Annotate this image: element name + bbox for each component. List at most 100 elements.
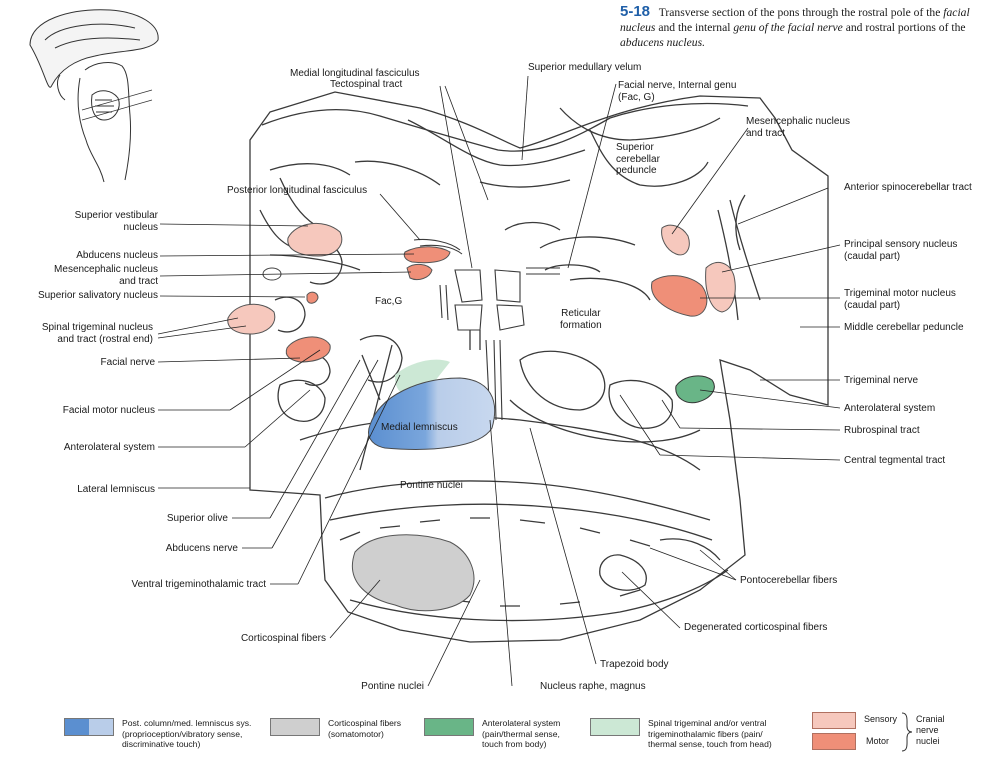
legend-swatch-sensory: [812, 712, 856, 729]
mesenceph-left-region: [406, 263, 433, 281]
label-scp-line2: cerebellar: [616, 153, 660, 165]
label-facial-motor: Facial motor nucleus: [62, 405, 155, 416]
caption-text-b: facial nucleus: [620, 6, 970, 34]
label-fac-g: Fac,G: [375, 296, 403, 307]
label-reticular-line1: Reticular: [561, 308, 601, 319]
label-corticospinal-fibers: Corticospinal fibers: [240, 633, 326, 644]
legend-spinal-trig-line1: Spinal trigeminal and/or ventral: [648, 718, 767, 728]
legend-text-anterolateral: Anterolateral system (pain/thermal sense…: [482, 718, 560, 750]
spinal-trig-nucleus-region: [227, 303, 276, 335]
label-facial-genu-line1: Facial nerve, Internal genu: [618, 80, 737, 91]
label-sup-vest-line2: nucleus: [123, 221, 158, 233]
legend-label-motor: Motor: [866, 736, 890, 746]
label-scp-line1: Superior: [616, 142, 654, 153]
label-ventral-trigeminothalamic: Ventral trigeminothalamic tract: [131, 579, 266, 590]
legend-anterolateral-line2: (pain/thermal sense,: [482, 728, 560, 739]
legend-swatch-motor: [812, 733, 856, 750]
legend-text-lemniscus: Post. column/med. lemniscus sys. (propri…: [122, 718, 251, 750]
pons-section-diagram: [29, 9, 841, 687]
anterolateral-region-right: [675, 375, 715, 404]
label-mesencephalic-right-line2: and tract: [746, 127, 785, 139]
sup-vest-region: [287, 222, 343, 257]
legend-cranial-line1: Cranial: [916, 714, 945, 724]
label-trapezoid-body: Trapezoid body: [600, 659, 669, 670]
label-spinal-trig-line2: and tract (rostral end): [57, 333, 153, 345]
label-lateral-lemniscus: Lateral lemniscus: [77, 484, 155, 495]
label-scp-line3: peduncle: [616, 165, 657, 176]
facial-motor-region: [285, 336, 331, 363]
legend-item-lemniscus: Post. column/med. lemniscus sys. (propri…: [64, 718, 251, 750]
legend-corticospinal-line1: Corticospinal fibers: [328, 718, 402, 728]
label-abducens-nucleus: Abducens nucleus: [76, 250, 158, 261]
label-posterior-longitudinal-fasciculus: Posterior longitudinal fasciculus: [227, 185, 368, 196]
legend-lemniscus-line2: (proprioception/vibratory sense,: [122, 728, 243, 739]
legend-swatch-lemniscus: [64, 718, 114, 736]
label-trig-motor-line2: (caudal part): [844, 299, 901, 311]
caption-text-a: Transverse section of the pons through t…: [658, 6, 941, 19]
label-mesencephalic-right: Mesencephalic nucleus and tract: [746, 116, 850, 139]
label-spinal-trig-line1: Spinal trigeminal nucleus: [41, 322, 153, 333]
sup-saliv-region: [306, 291, 319, 304]
legend-cranial-nerve-nuclei: Cranial nerve nuclei: [916, 714, 945, 747]
label-princ-sens-line1: Principal sensory nucleus: [844, 239, 958, 250]
label-rubrospinal: Rubrospinal tract: [844, 425, 920, 436]
mesenceph-right-region: [661, 224, 690, 256]
label-facial-nerve: Facial nerve: [100, 357, 155, 368]
legend-brace: [901, 712, 913, 752]
label-facial-genu-line2: (Fac, G): [618, 91, 655, 103]
label-tectospinal: Tectospinal tract: [330, 79, 403, 90]
orientation-thumbnail: [29, 9, 159, 183]
colored-regions: [227, 222, 736, 612]
legend-swatch-corticospinal: [270, 718, 320, 736]
label-anterolateral-left: Anterolateral system: [63, 442, 155, 453]
caption-text-f: abducens nucleus.: [620, 36, 706, 49]
label-nucleus-raphe: Nucleus raphe, magnus: [540, 681, 646, 692]
legend-label-sensory: Sensory: [864, 714, 898, 724]
label-trigeminal-motor: Trigeminal motor nucleus (caudal part): [844, 288, 956, 311]
label-mesencephalic-right-line1: Mesencephalic nucleus: [746, 116, 850, 127]
caption-text-e: and rostral portions of the: [845, 21, 966, 34]
corticospinal-region: [351, 534, 475, 612]
label-pontine-nuclei-center: Pontine nuclei: [400, 480, 463, 491]
label-mesencephalic-left: Mesencephalic nucleus and tract: [20, 264, 158, 287]
label-superior-medullary-velum: Superior medullary velum: [528, 62, 642, 73]
label-spinal-trigeminal: Spinal trigeminal nucleus and tract (ros…: [10, 322, 153, 345]
label-degenerated-corticospinal: Degenerated corticospinal fibers: [684, 622, 828, 633]
legend-swatch-spinal-trigeminal: [590, 718, 640, 736]
figure-caption: 5-18 Transverse section of the pons thro…: [620, 4, 992, 50]
label-pontine-nuclei-bottom: Pontine nuclei: [361, 681, 424, 692]
label-facial-genu: Facial nerve, Internal genu (Fac, G): [618, 80, 736, 103]
legend-text-spinal-trigeminal: Spinal trigeminal and/or ventral trigemi…: [648, 718, 772, 750]
abducens-nucleus-region: [403, 246, 451, 264]
legend-item-corticospinal: Corticospinal fibers (somatomotor): [270, 718, 401, 739]
legend-lemniscus-line1: Post. column/med. lemniscus sys.: [122, 718, 252, 728]
label-mlf: Medial longitudinal fasciculus: [290, 68, 420, 79]
midline-structures: [413, 238, 560, 421]
legend-corticospinal-line2: (somatomotor): [328, 728, 384, 739]
label-mesenceph-left-line2: and tract: [119, 275, 158, 287]
label-anterior-spinocerebellar: Anterior spinocerebellar tract: [844, 182, 972, 193]
medial-lemniscus-region: [368, 377, 496, 450]
label-princ-sens-line2: (caudal part): [844, 250, 901, 262]
legend-anterolateral-line3: touch from body): [482, 739, 547, 749]
legend-cranial-line2: nerve: [916, 725, 939, 735]
legend: Post. column/med. lemniscus sys. (propri…: [0, 700, 997, 768]
label-central-tegmental: Central tegmental tract: [844, 455, 946, 466]
trig-motor-region: [651, 275, 708, 317]
legend-item-anterolateral: Anterolateral system (pain/thermal sense…: [424, 718, 560, 750]
label-sup-vest-line1: Superior vestibular: [74, 210, 158, 221]
label-superior-olive: Superior olive: [166, 513, 228, 524]
label-anterolateral-right: Anterolateral system: [844, 403, 936, 414]
label-reticular-line2: formation: [560, 319, 602, 331]
principal-sensory-region: [705, 261, 736, 313]
label-medial-lemniscus: Medial lemniscus: [381, 422, 458, 433]
label-mesenceph-left-line1: Mesencephalic nucleus: [54, 264, 158, 275]
legend-swatch-anterolateral: [424, 718, 474, 736]
label-superior-salivatory: Superior salivatory nucleus: [37, 290, 158, 301]
legend-lemniscus-line3: discriminative touch): [122, 739, 201, 749]
legend-text-corticospinal: Corticospinal fibers (somatomotor): [328, 718, 401, 739]
label-superior-cerebellar-peduncle: Superior cerebellar peduncle: [616, 142, 660, 177]
leader-lines: [157, 75, 841, 687]
label-middle-cerebellar-peduncle: Middle cerebellar peduncle: [844, 322, 964, 333]
label-trig-motor-line1: Trigeminal motor nucleus: [844, 288, 956, 299]
